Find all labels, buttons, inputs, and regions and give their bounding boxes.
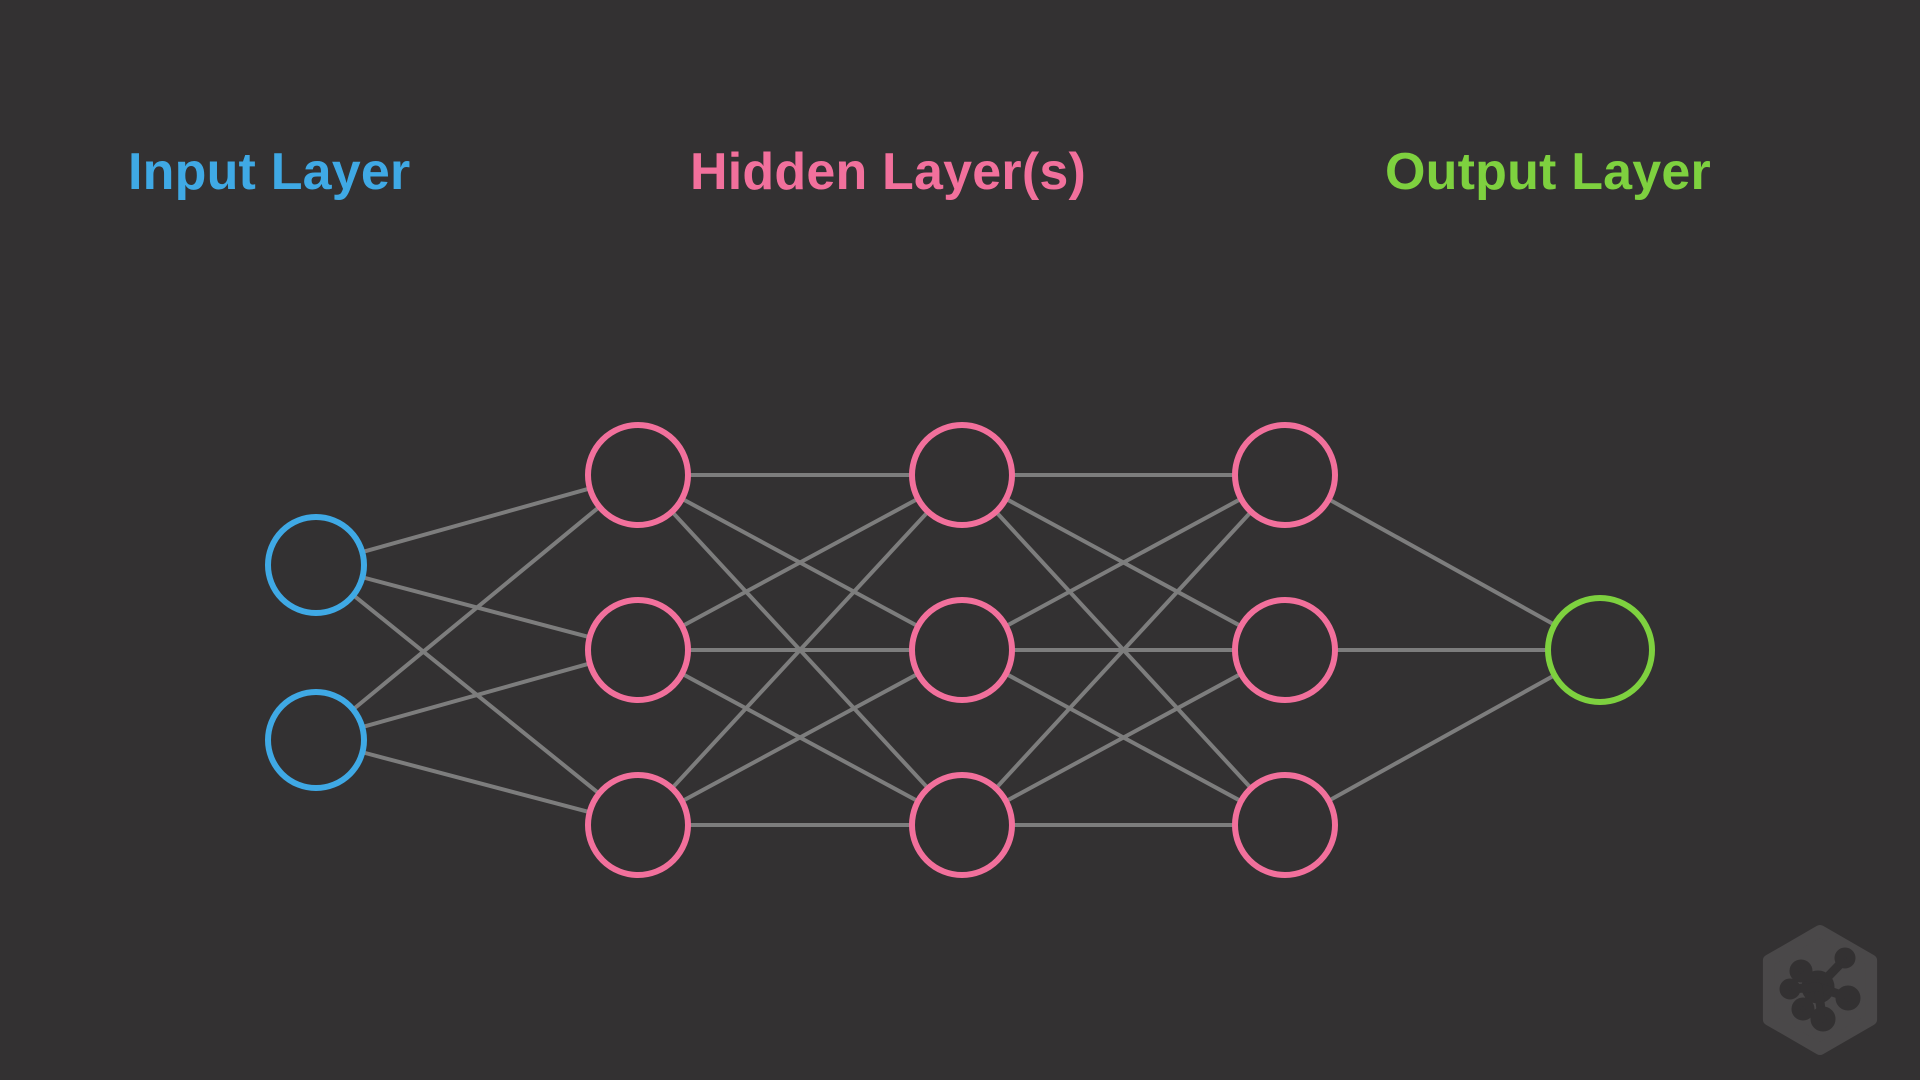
output-layer-title: Output Layer <box>1385 143 1711 201</box>
input-layer-title: Input Layer <box>128 143 411 201</box>
connection-edge <box>993 509 1254 791</box>
neuron-node-input-1 <box>265 689 367 791</box>
neuron-node-hidden1-1 <box>585 597 691 703</box>
neuron-node-hidden2-2 <box>909 772 1015 878</box>
watermark-logo <box>1762 925 1878 1055</box>
neuron-node-hidden3-0 <box>1232 422 1338 528</box>
connection-edge <box>1003 671 1244 804</box>
connection-edge <box>1326 497 1557 627</box>
neuron-nodes-group <box>265 422 1655 878</box>
connection-edge <box>669 509 931 791</box>
neuron-node-hidden3-2 <box>1232 772 1338 878</box>
neuron-node-output-0 <box>1545 595 1655 705</box>
connection-edges-group <box>351 473 1557 827</box>
connection-edge <box>360 486 592 555</box>
neuron-node-hidden1-0 <box>585 422 691 528</box>
connection-edge <box>360 750 592 815</box>
connection-edge <box>1326 673 1557 803</box>
neuron-node-hidden2-0 <box>909 422 1015 528</box>
connection-edge <box>351 504 602 712</box>
connection-edge <box>1003 496 1244 629</box>
watermark-neuron-glyph <box>1779 947 1861 1032</box>
hidden-layer-title: Hidden Layer(s) <box>690 143 1086 201</box>
neuron-node-hidden3-1 <box>1232 597 1338 703</box>
neuron-node-hidden1-2 <box>585 772 691 878</box>
neuron-node-hidden2-1 <box>909 597 1015 703</box>
connection-edge <box>360 661 592 730</box>
connection-edge <box>679 671 921 804</box>
connection-edge <box>679 496 921 629</box>
neuron-node-input-0 <box>265 514 367 616</box>
